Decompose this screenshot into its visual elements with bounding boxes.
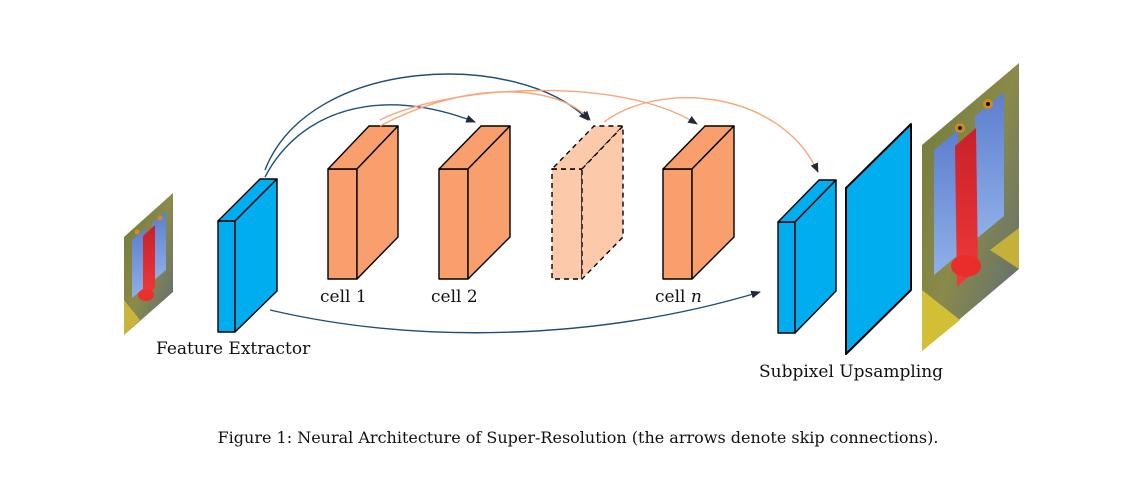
arrow-fe-to-dashed-cell [264,73,589,171]
arrow-cell1-to-dashed-cell [379,91,591,127]
cell-n-block [662,125,735,280]
cell-n-variable: n [691,287,702,307]
cell-1-label: cell 1 [320,287,367,307]
cell-2-label: cell 2 [431,287,478,307]
figure-caption: Figure 1: Neural Architecture of Super-R… [218,428,939,447]
arrow-cell1-to-cell-n [379,89,698,125]
feature-extractor-block [217,178,278,333]
output-image [922,63,1019,351]
arrow-dashed-to-upsampling [603,97,819,173]
feature-extractor-label: Feature Extractor [156,339,311,359]
cell-2-block [438,125,511,280]
mandrill-low-res-image-icon [124,211,166,335]
input-image [124,193,173,335]
upsampling-large-plane [845,123,912,355]
cell-n-label: cell n [655,287,702,307]
orange-skip-arrows [379,89,819,173]
ellipsis-cell-block [551,125,624,280]
upsampling-small-block [777,179,837,334]
cell-1-block [327,125,399,280]
subpixel-upsampling-label: Subpixel Upsampling [759,362,943,382]
mandrill-high-res-image-icon [922,92,1019,351]
arrow-fe-to-upsampling [269,290,761,334]
arrow-fe-to-cell2 [264,104,476,178]
blue-skip-arrows [264,73,761,334]
cell-n-prefix: cell [655,287,691,307]
